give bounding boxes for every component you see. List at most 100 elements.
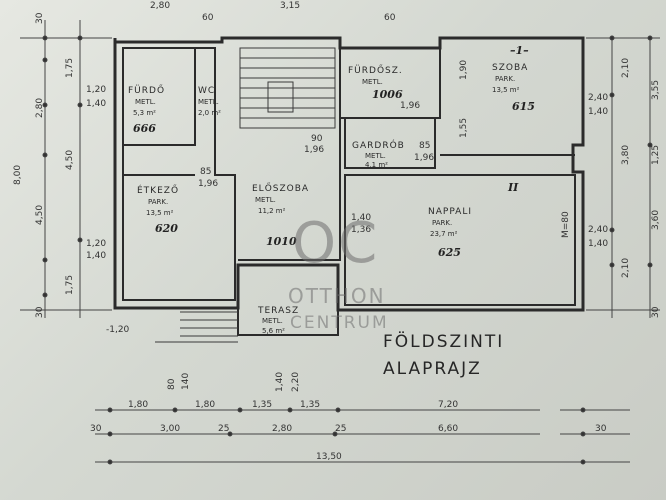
dim-bottom-1-0: 1,80 [128, 400, 148, 410]
watermark-line1: OTTHON [288, 284, 386, 308]
dim-left-6: 1,75 [65, 275, 75, 295]
wall-terasz [237, 268, 339, 336]
dimension-labels-bottom: 1,80 1,80 1,35 1,35 7,20 30 3,00 25 2,80… [90, 400, 607, 462]
dim-misc-8: 1,40 [351, 213, 371, 223]
room-note-nappali: 625 [438, 246, 461, 259]
watermark-line2: CENTRUM [290, 313, 389, 333]
plan-title-line2: ALAPRAJZ [383, 359, 482, 379]
room-name-eloszoba: ELŐSZOBA [252, 183, 309, 194]
dim-misc-10: -1,20 [106, 325, 130, 335]
dim-right-inner-1: 1,40 [588, 107, 608, 117]
dim-right-inner-4: 1,25 [651, 145, 661, 165]
dim-right-0: 2,10 [621, 58, 631, 78]
dim-left-1: 1,75 [65, 58, 75, 78]
dim-misc-11: 1,40 [275, 372, 285, 392]
dim-top-3: 60 [384, 13, 396, 23]
dim-misc-7: 1,96 [198, 179, 218, 189]
dim-misc-9: 1,36 [351, 225, 371, 235]
dim-misc-12: 2,20 [291, 372, 301, 392]
dim-bottom-1-1: 1,80 [195, 400, 215, 410]
dim-bottom-total: 13,50 [316, 452, 342, 462]
dim-right-inner-0: 2,40 [588, 93, 608, 103]
dim-bottom-1-3: 1,35 [300, 400, 320, 410]
room-area-wc: 2,0 m² [198, 109, 221, 117]
room-type-wc: METL. [198, 98, 219, 106]
dim-bottom-2-3: 2,80 [272, 424, 292, 434]
dim-bottom-2-1: 3,00 [160, 424, 180, 434]
room-labels: FÜRDŐ METL. 5,3 m² 666 WC METL. 2,0 m² F… [128, 44, 535, 335]
dim-bottom-2-0: 30 [90, 424, 102, 434]
dim-misc-15: M=80 [561, 211, 571, 238]
dim-bottom-2-4: 25 [335, 424, 346, 434]
room-type-eloszoba: METL. [255, 196, 276, 204]
dim-top-0: 2,80 [150, 1, 170, 11]
inner-wall-top-left [122, 47, 236, 301]
room-name-garderob: GARDRÓB [352, 139, 405, 151]
dim-left-inner-0: 1,20 [86, 85, 106, 95]
wall-wc-furdo [123, 48, 196, 146]
room-name-furdo-left: FÜRDŐ [128, 85, 165, 96]
dimension-labels-misc: 1,90 1,55 85 1,96 90 1,96 85 1,96 1,40 1… [106, 60, 571, 392]
dimension-lines [20, 20, 660, 465]
dim-bottom-1-4: 7,20 [438, 400, 458, 410]
plan-title-line1: FÖLDSZINTI [383, 330, 504, 352]
dim-right-5: 30 [651, 306, 661, 318]
dim-right-inner-2: 2,40 [588, 225, 608, 235]
dim-bottom-2-5: 6,60 [438, 424, 458, 434]
dim-misc-14: 140 [181, 373, 191, 390]
room-type-szoba: PARK. [495, 75, 515, 83]
room-note-eloszoba: 1010 [266, 235, 297, 248]
room-type-etkezo: PARK. [148, 198, 168, 206]
dim-right-4: 2,10 [621, 258, 631, 278]
dimension-labels-left: 30 1,75 2,80 8,00 4,50 4,50 1,75 30 1,20… [13, 12, 106, 318]
room-note-furdo-right: 1006 [372, 88, 403, 101]
dimension-labels-top: 2,80 3,15 60 60 [150, 1, 396, 23]
dim-top-1: 3,15 [280, 1, 300, 11]
dim-left-2: 2,80 [35, 98, 45, 118]
terrace-steps [155, 311, 238, 343]
wall-gardrob [344, 118, 436, 169]
dim-right-1: 3,55 [651, 80, 661, 100]
room-type-terasz: METL. [262, 317, 283, 325]
wall-eloszoba-right [238, 118, 341, 261]
room-note-furdo-left: 666 [133, 122, 156, 135]
room-area-nappali: 23,7 m² [430, 230, 458, 238]
dim-misc-6: 85 [200, 167, 211, 177]
dim-misc-3: 1,96 [414, 153, 434, 163]
wall-nappali [344, 174, 576, 306]
dim-left-inner-3: 1,40 [86, 251, 106, 261]
room-name-nappali: NAPPALI [428, 207, 472, 217]
dim-misc-5: 1,96 [304, 145, 324, 155]
room-mark-nappali: II [507, 181, 519, 194]
dim-misc-4: 90 [311, 134, 323, 144]
staircase [239, 47, 336, 129]
outer-wall-left-block [113, 36, 585, 312]
walls [113, 36, 585, 336]
watermark-logo: OC [292, 211, 379, 276]
dim-top-2: 60 [202, 13, 214, 23]
dim-left-0: 30 [35, 12, 45, 24]
room-name-etkezo: ÉTKEZŐ [137, 184, 179, 196]
dim-right-2: 3,80 [621, 145, 631, 165]
dim-left-inner-2: 1,20 [86, 239, 106, 249]
dim-left-inner-1: 1,40 [86, 99, 106, 109]
room-type-garderob: METL. [365, 152, 386, 160]
room-area-garderob: 4,1 m² [365, 161, 388, 169]
room-area-szoba: 13,5 m² [492, 86, 520, 94]
chimney [267, 81, 294, 113]
dim-bottom-1-2: 1,35 [252, 400, 272, 410]
room-area-terasz: 5,6 m² [262, 327, 285, 335]
room-type-furdo-right: METL. [362, 78, 383, 86]
dim-left-5: 4,50 [35, 205, 45, 225]
room-name-wc: WC [198, 86, 215, 96]
dim-bottom-2-6: 30 [595, 424, 607, 434]
dim-right-inner-3: 1,40 [588, 239, 608, 249]
dim-misc-1: 1,55 [459, 118, 469, 138]
room-mark-szoba: –1– [510, 44, 529, 57]
dim-misc-0: 1,90 [459, 60, 469, 80]
wall-furdo-right [339, 48, 441, 119]
room-name-szoba: SZOBA [492, 63, 528, 73]
dim-bottom-2-2: 25 [218, 424, 229, 434]
